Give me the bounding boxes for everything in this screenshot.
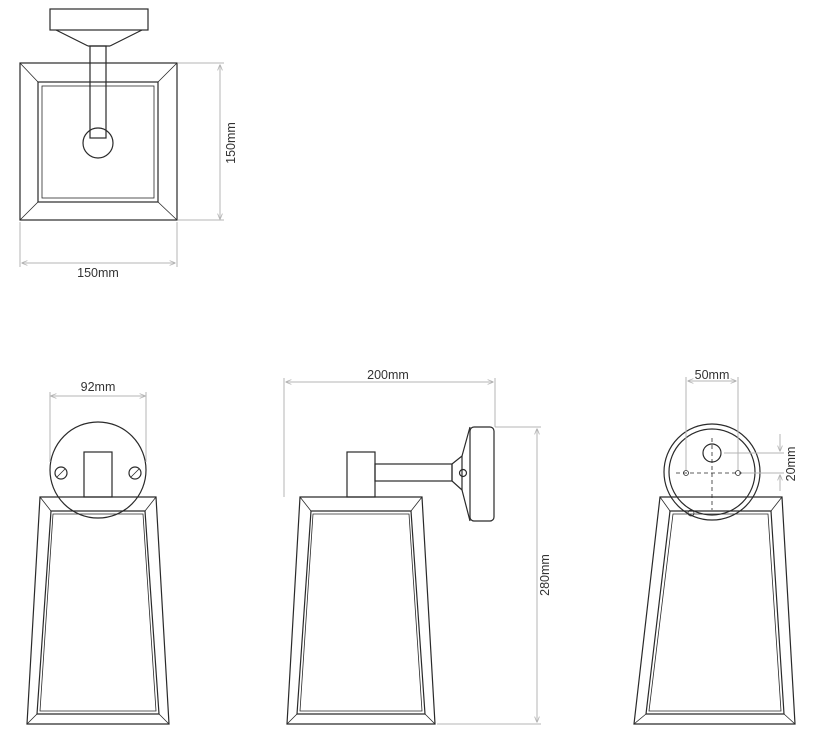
front-view-stem	[83, 451, 113, 498]
top-view-plate-flare	[55, 29, 143, 47]
top-view-arm	[89, 45, 107, 139]
back-view: 50mm 20mm	[633, 368, 798, 725]
front-view-screw-right-slot	[130, 468, 140, 478]
side-view-plate-taper	[461, 426, 471, 522]
side-view: 200mm 280mm	[283, 368, 552, 725]
back-view-grub-screw	[687, 509, 695, 517]
side-view-screw	[458, 468, 468, 478]
back-view-wall-plate-inner	[668, 428, 756, 516]
front-view-screw-right	[128, 466, 142, 480]
top-view-frame-inner	[37, 81, 159, 203]
top-height-label: 150mm	[224, 122, 238, 164]
top-view: 150mm 150mm	[19, 8, 238, 280]
side-view-frame-inner	[296, 510, 426, 715]
top-view-wall-plate	[49, 8, 149, 31]
back-spacing-label: 50mm	[695, 368, 730, 382]
back-view-frame-inner	[645, 510, 785, 715]
side-view-arm	[374, 463, 453, 482]
side-view-arm-flare	[451, 454, 463, 492]
back-view-wall-plate-outer	[663, 423, 761, 521]
front-view: 92mm	[26, 380, 170, 725]
back-view-glass	[648, 513, 782, 712]
front-view-frame-inner	[36, 510, 160, 715]
top-view-frame-outer	[19, 62, 178, 221]
back-view-bevels	[633, 496, 796, 725]
front-view-frame-outer	[26, 496, 170, 725]
side-depth-label: 200mm	[367, 368, 409, 382]
top-width-label: 150mm	[77, 266, 119, 280]
front-view-wall-plate	[49, 421, 147, 519]
front-view-bevels	[26, 496, 170, 725]
back-offset-label: 20mm	[784, 447, 798, 482]
side-view-stem	[346, 451, 376, 498]
front-width-label: 92mm	[81, 380, 116, 394]
front-view-screw-left-slot	[56, 468, 66, 478]
side-view-bevels	[286, 496, 436, 725]
front-view-screw-left	[54, 466, 68, 480]
side-view-wall-plate	[469, 426, 495, 522]
top-view-glass	[41, 85, 155, 199]
side-height-label: 280mm	[538, 554, 552, 596]
top-view-cap-circle	[82, 127, 114, 159]
top-view-bevels	[19, 62, 178, 221]
front-view-glass	[39, 513, 157, 712]
side-view-glass	[299, 513, 423, 712]
